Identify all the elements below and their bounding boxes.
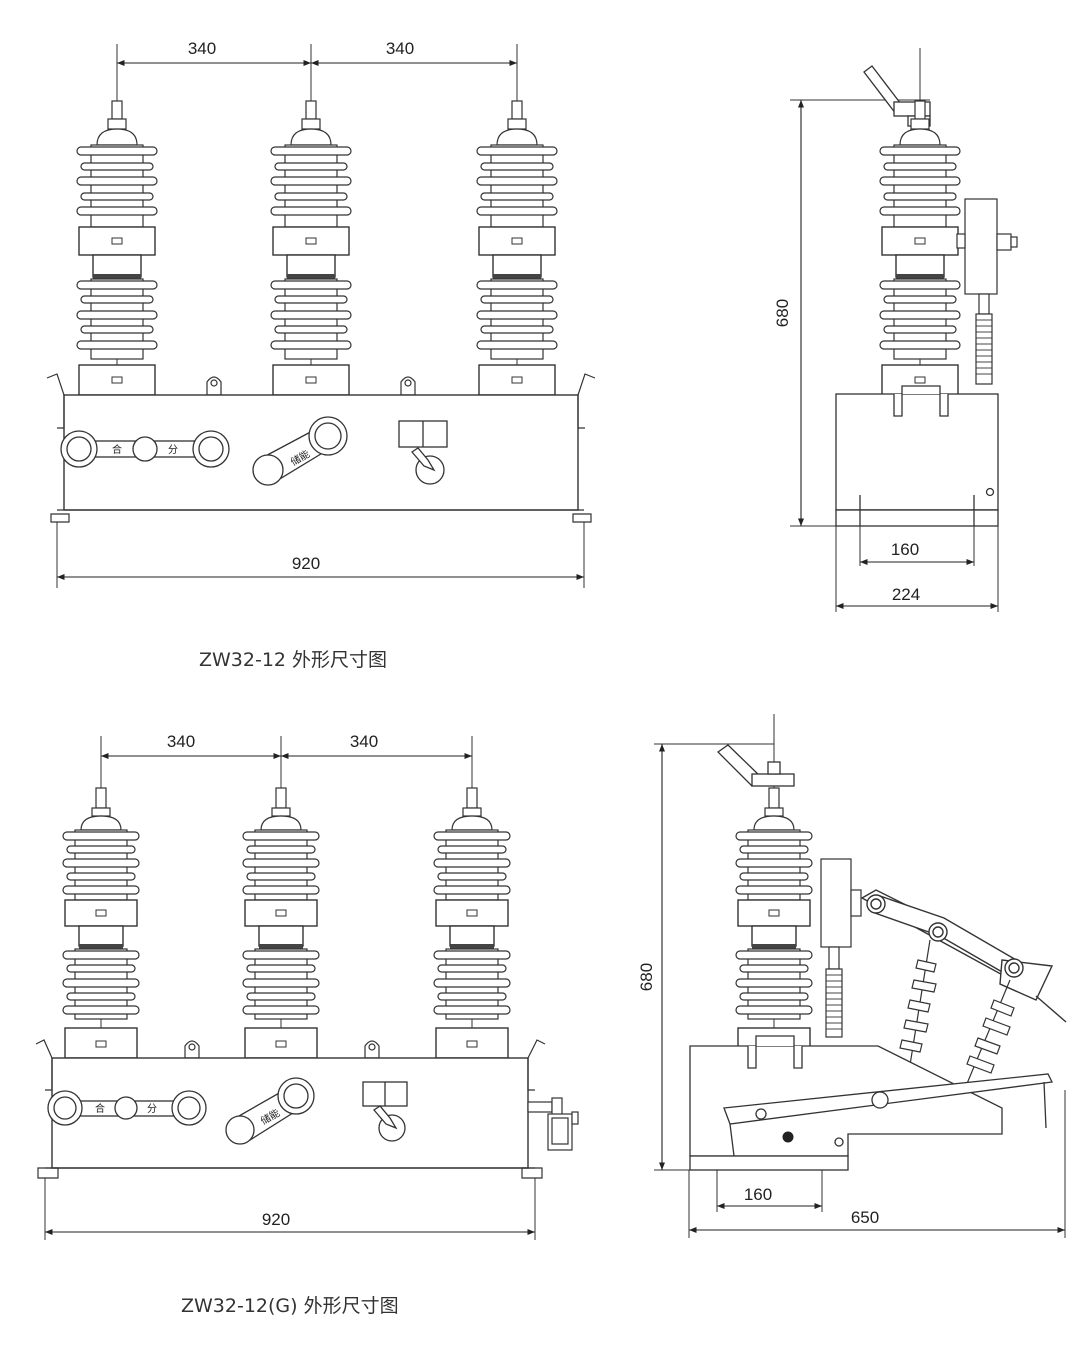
fig2-indicator xyxy=(362,1081,408,1142)
fig1-insulator-a xyxy=(76,100,158,396)
fig2-spring-handle xyxy=(225,1077,315,1145)
fig1-front-view: 340 340 920 xyxy=(46,39,596,588)
fig2-side-view: 680 160 650 xyxy=(637,714,1067,1238)
fig1-pole-spacing-right: 340 xyxy=(386,39,414,58)
fig2-pole-spacing-left: 340 xyxy=(167,732,195,751)
fig1-overall-width: 920 xyxy=(292,554,320,573)
fig2-label-open: 分 xyxy=(147,1103,157,1115)
fig1-indicator xyxy=(398,420,448,485)
fig1-pole-spacing-left: 340 xyxy=(188,39,216,58)
fig2-front-view: 340 340 920 xyxy=(35,732,579,1240)
fig1-label-close: 合 xyxy=(112,443,122,456)
fig2-insulator-c xyxy=(433,787,511,1059)
fig1-spring-handle xyxy=(252,416,348,486)
fig2-pole-spacing-right: 340 xyxy=(350,732,378,751)
fig2-height: 680 xyxy=(637,963,656,991)
fig1-height: 680 xyxy=(773,299,792,327)
fig1-insulator-c xyxy=(476,100,558,396)
fig2-insulator-b xyxy=(242,787,320,1059)
fig2-label-close: 合 xyxy=(95,1102,105,1115)
fig2-depth: 650 xyxy=(851,1208,879,1227)
fig2-insulator-a xyxy=(62,787,140,1059)
fig1-close-open-handle xyxy=(60,430,230,468)
fig1-mount-spacing: 160 xyxy=(891,540,919,559)
fig1-side-view: 680 160 224 xyxy=(773,48,1018,612)
fig1-caption: ZW32-12 外形尺寸图 xyxy=(199,649,388,671)
fig1-insulator-b xyxy=(270,100,352,396)
fig1-side-insulator xyxy=(879,100,961,396)
fig2-overall-width: 920 xyxy=(262,1210,290,1229)
fig2-side-insulator xyxy=(735,787,813,1059)
fig1-label-open: 分 xyxy=(168,444,178,456)
fig2-mount-spacing: 160 xyxy=(744,1185,772,1204)
fig2-close-open-handle xyxy=(47,1090,207,1126)
fig1-depth: 224 xyxy=(892,585,920,604)
fig2-caption: ZW32-12(G) 外形尺寸图 xyxy=(181,1295,399,1317)
